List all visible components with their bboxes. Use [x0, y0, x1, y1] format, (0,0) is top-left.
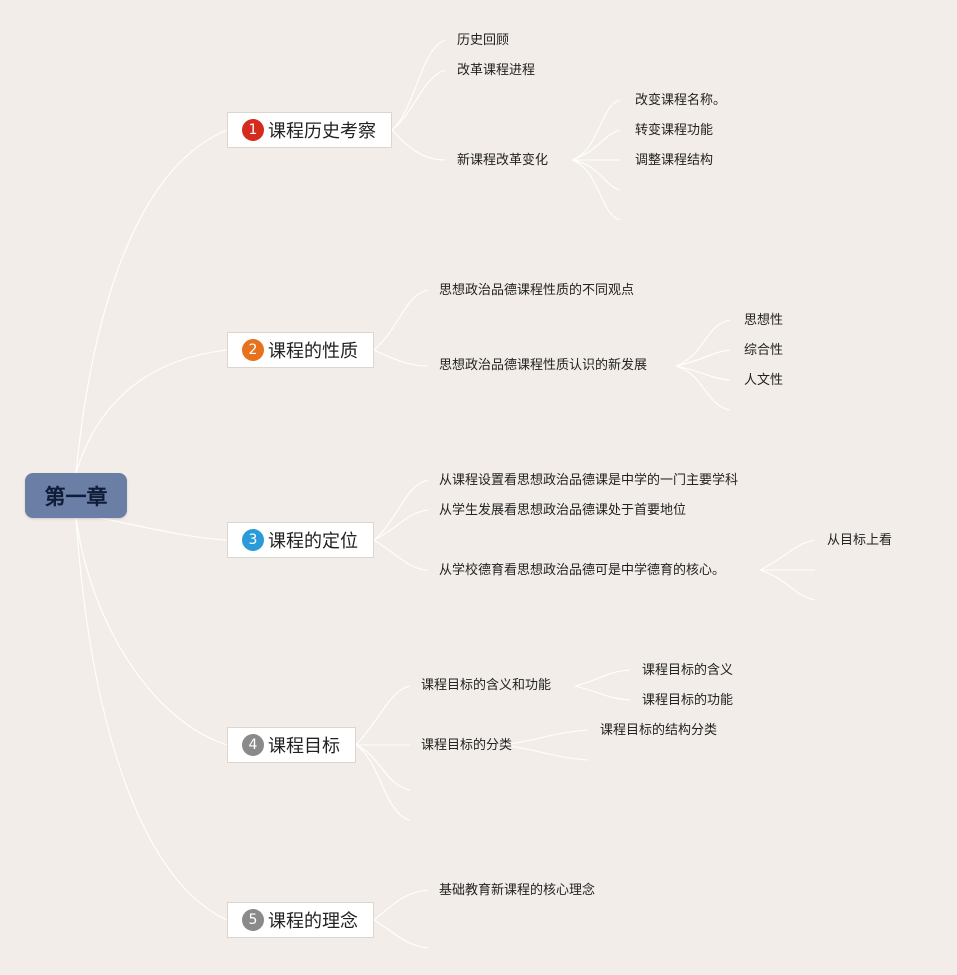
number-badge-icon: 3 [242, 529, 264, 551]
subtopic-humanistic[interactable]: 人文性 [744, 373, 784, 388]
link-b3-c3-g1 [759, 539, 816, 571]
link-root-b3 [99, 517, 228, 541]
subtopic-goal-meaning[interactable]: 课程目标的含义 [642, 663, 734, 678]
link-b4-c1 [355, 685, 411, 746]
link-b1-c1 [391, 39, 446, 131]
link-b1-c2 [391, 69, 446, 131]
topic-goal-classification[interactable]: 课程目标的分类 [421, 738, 513, 753]
link-b3-c1 [373, 479, 429, 541]
link-b1-c3-g2 [571, 129, 621, 161]
link-b3-c3-g3 [759, 569, 816, 601]
link-root-b4 [75, 517, 228, 746]
link-b2-c2 [373, 349, 429, 367]
link-b1-c3 [391, 129, 446, 161]
link-b1-c3-g1 [571, 99, 621, 161]
link-b4-c2-g2 [502, 744, 589, 761]
topic-student-development[interactable]: 从学生发展看思想政治品德课处于首要地位 [439, 503, 687, 518]
subtopic-goal-function[interactable]: 课程目标的功能 [642, 693, 734, 708]
root-node[interactable]: 第一章 [25, 473, 127, 518]
link-b5-c2 [373, 919, 429, 949]
topic-course-setting[interactable]: 从课程设置看思想政治品德课是中学的一门主要学科 [439, 473, 739, 488]
subtopic-adjust-structure[interactable]: 调整课程结构 [635, 153, 714, 168]
subtopic-comprehensive[interactable]: 综合性 [744, 343, 784, 358]
link-b3-c3 [373, 539, 429, 571]
topic-goal-meaning-function[interactable]: 课程目标的含义和功能 [421, 678, 552, 693]
link-b2-c2-g1 [675, 319, 731, 367]
link-b1-c3-g4 [571, 159, 621, 191]
link-b4-c3 [355, 744, 411, 791]
link-b2-c2-g2 [675, 349, 731, 367]
link-b4-c1-g1 [574, 669, 631, 687]
branch-course-goals[interactable]: 4 课程目标 [227, 727, 356, 763]
topic-new-understanding[interactable]: 思想政治品德课程性质认识的新发展 [439, 358, 648, 373]
topic-history-review[interactable]: 历史回顾 [457, 33, 510, 48]
number-badge-icon: 4 [242, 734, 264, 756]
subtopic-from-goals[interactable]: 从目标上看 [827, 533, 893, 548]
topic-core-philosophy[interactable]: 基础教育新课程的核心理念 [439, 883, 596, 898]
topic-reform-process[interactable]: 改革课程进程 [457, 63, 536, 78]
link-root-b1 [75, 129, 228, 474]
branch-label: 课程目标 [268, 736, 340, 757]
link-b2-c2-g4 [675, 365, 731, 411]
link-b2-c1 [373, 289, 429, 351]
branch-label: 课程的定位 [268, 531, 358, 552]
link-b4-c2-g1 [502, 729, 589, 746]
link-root-b2 [75, 349, 228, 474]
branch-label: 课程的性质 [268, 341, 358, 362]
topic-new-reform-changes[interactable]: 新课程改革变化 [457, 153, 549, 168]
branch-label: 课程的理念 [268, 911, 358, 932]
number-badge-icon: 5 [242, 909, 264, 931]
subtopic-ideological[interactable]: 思想性 [744, 313, 784, 328]
subtopic-goal-structure[interactable]: 课程目标的结构分类 [600, 723, 718, 738]
topic-different-views[interactable]: 思想政治品德课程性质的不同观点 [439, 283, 635, 298]
subtopic-change-function[interactable]: 转变课程功能 [635, 123, 714, 138]
link-b2-c2-g3 [675, 365, 731, 381]
link-b5-c1 [373, 889, 429, 921]
root-label: 第一章 [44, 484, 108, 509]
branch-course-positioning[interactable]: 3 课程的定位 [227, 522, 374, 558]
link-b4-c4 [355, 744, 411, 821]
link-b3-c2 [373, 509, 429, 541]
branch-label: 课程历史考察 [268, 121, 376, 142]
number-badge-icon: 2 [242, 339, 264, 361]
link-root-b5 [75, 517, 228, 921]
topic-school-moral-education[interactable]: 从学校德育看思想政治品德可是中学德育的核心。 [439, 563, 726, 578]
branch-course-history[interactable]: 1 课程历史考察 [227, 112, 392, 148]
branch-course-philosophy[interactable]: 5 课程的理念 [227, 902, 374, 938]
subtopic-change-name[interactable]: 改变课程名称。 [635, 93, 727, 108]
link-b1-c3-g5 [571, 159, 621, 221]
number-badge-icon: 1 [242, 119, 264, 141]
branch-course-nature[interactable]: 2 课程的性质 [227, 332, 374, 368]
link-b4-c1-g2 [574, 685, 631, 701]
